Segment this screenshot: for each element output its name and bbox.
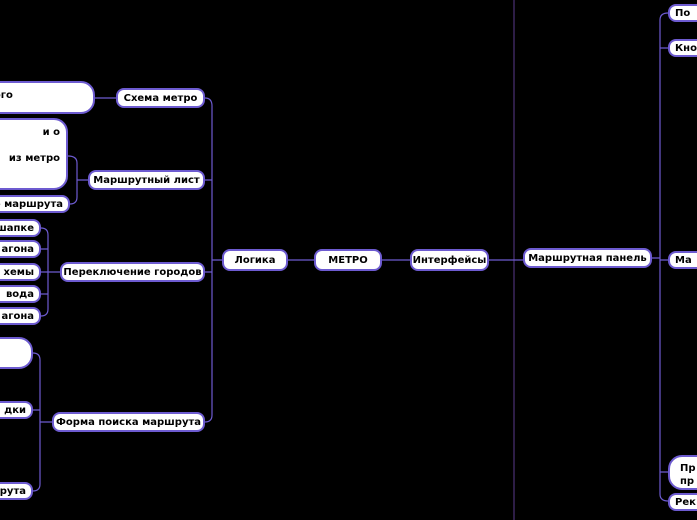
connector-panel-spine (652, 12, 669, 502)
root-node-metro[interactable]: МЕТРО (314, 249, 382, 271)
node-metro-map[interactable]: Схема метро (116, 88, 205, 108)
connector-logic-spine (204, 97, 222, 423)
node-metro-map-child[interactable]: ного (0, 81, 95, 114)
node-panel-child-5[interactable]: Рек (668, 493, 697, 511)
node-city-child-1[interactable]: шапке (0, 219, 41, 237)
node-search-child-3[interactable]: рута (0, 482, 33, 500)
node-route-sheet-child-1[interactable]: и о из метро (0, 118, 68, 190)
node-logic[interactable]: Логика (222, 249, 288, 271)
node-route-search[interactable]: Форма поиска маршрута (52, 412, 205, 432)
node-route-panel[interactable]: Маршрутная панель (523, 248, 652, 268)
node-route-sheet[interactable]: Маршрутный лист (88, 170, 205, 190)
node-city-child-4[interactable]: вода (0, 285, 41, 303)
node-route-sheet-child-2[interactable]: о маршрута (0, 195, 70, 213)
connector-city-children (40, 227, 60, 317)
connector-sheet-children (67, 155, 88, 205)
node-panel-child-3[interactable]: Ма (668, 251, 697, 269)
connector-search-children (32, 352, 52, 492)
node-search-child-2[interactable]: дки (0, 401, 33, 419)
node-city-switch[interactable]: Переключение городов (60, 262, 205, 282)
node-city-child-5[interactable]: агона (0, 307, 41, 325)
node-city-child-2[interactable]: агона (0, 240, 41, 258)
node-panel-child-4[interactable]: Пр пр (668, 455, 697, 490)
node-city-child-3[interactable]: хемы (0, 263, 41, 281)
node-search-child-1[interactable] (0, 337, 33, 369)
node-panel-child-1[interactable]: По (668, 4, 697, 22)
node-panel-child-2[interactable]: Кно (668, 39, 697, 57)
node-interfaces[interactable]: Интерфейсы (410, 249, 489, 271)
